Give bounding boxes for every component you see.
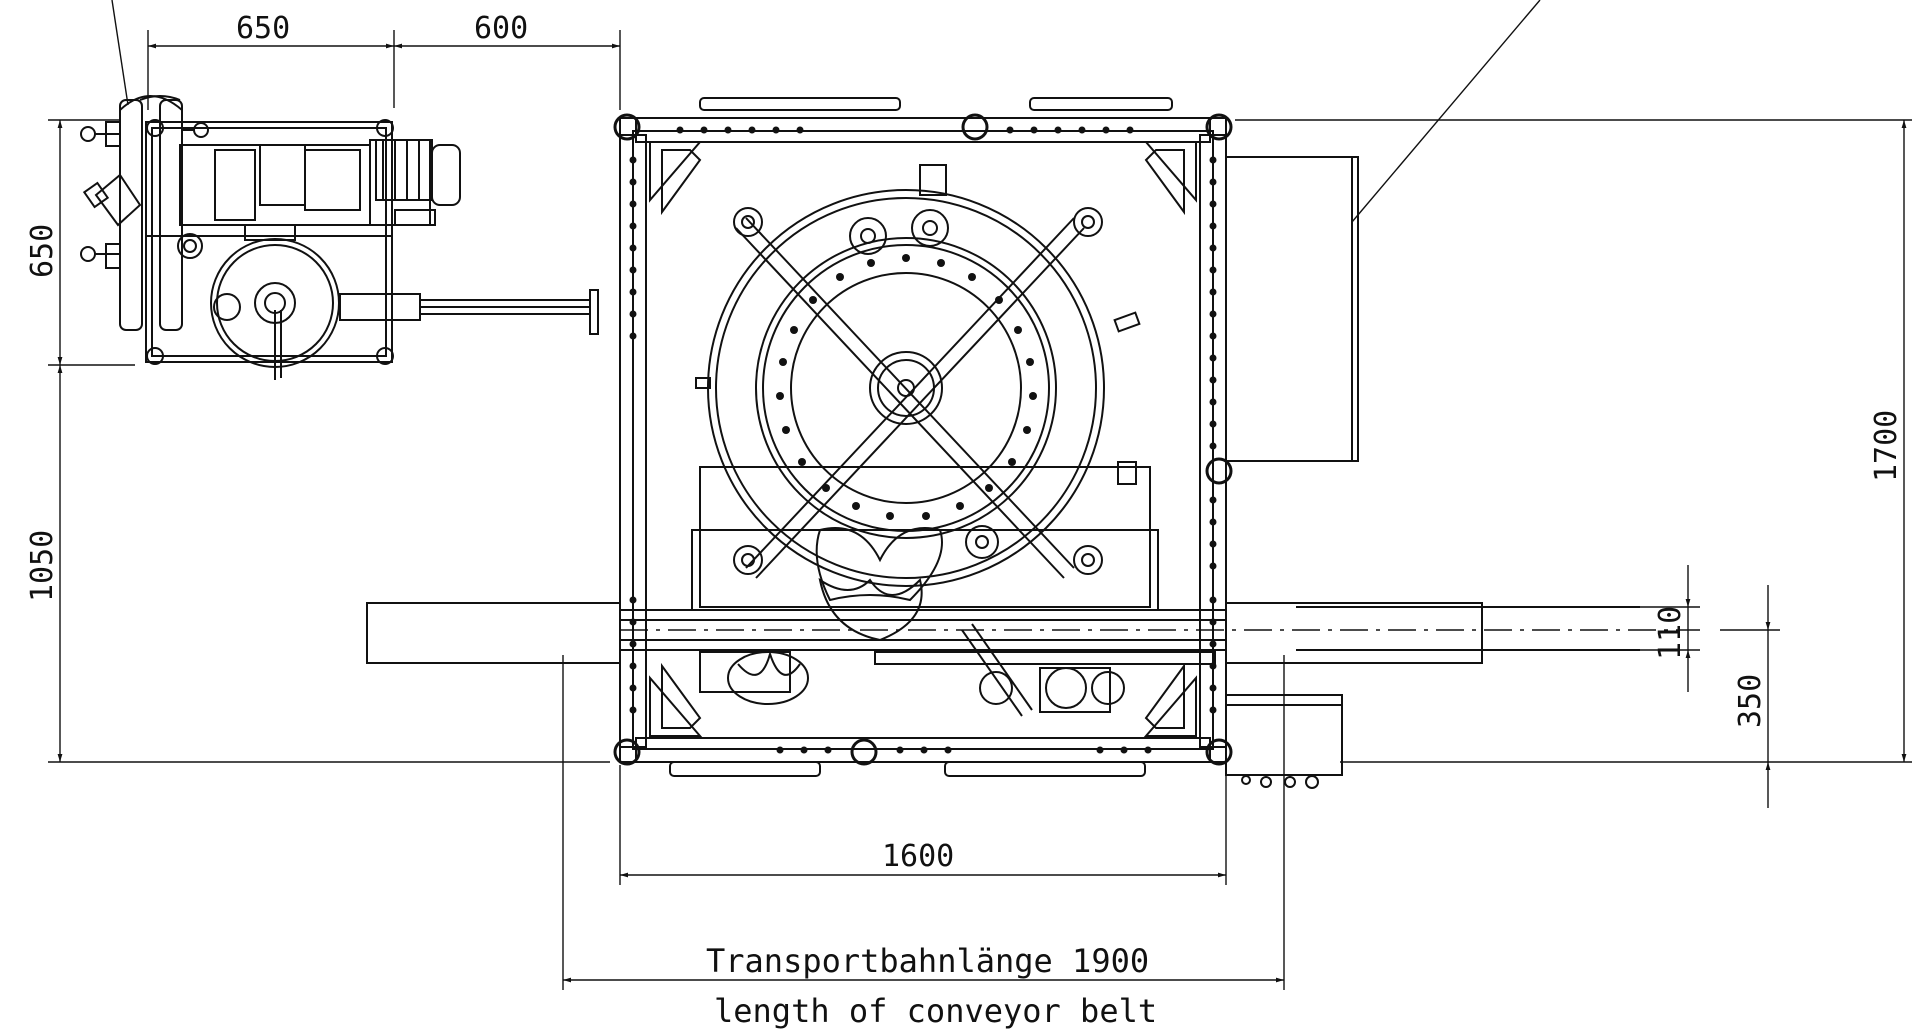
conveyor-belt xyxy=(366,602,1700,717)
dim-left-upper: 650 xyxy=(25,224,60,278)
dim-right-offset: 350 xyxy=(1733,674,1768,728)
main-frame xyxy=(613,97,1359,789)
pump-motor-unit xyxy=(80,95,599,380)
dimension-lines xyxy=(48,0,1912,990)
dim-top-mid: 600 xyxy=(474,11,528,46)
caption-line-1: Transportbahnlänge 1900 xyxy=(706,942,1149,980)
dimension-labels: 650 600 650 1050 1700 110 350 1600 Trans… xyxy=(25,11,1904,1030)
dim-right-total: 1700 xyxy=(1869,410,1904,482)
caption-line-2: length of conveyor belt xyxy=(714,992,1157,1030)
rotary-table xyxy=(691,164,1159,642)
dim-left-lower: 1050 xyxy=(25,530,60,602)
dim-top-left: 650 xyxy=(236,11,290,46)
dim-bottom-width: 1600 xyxy=(882,839,954,874)
dim-right-small: 110 xyxy=(1653,606,1688,660)
